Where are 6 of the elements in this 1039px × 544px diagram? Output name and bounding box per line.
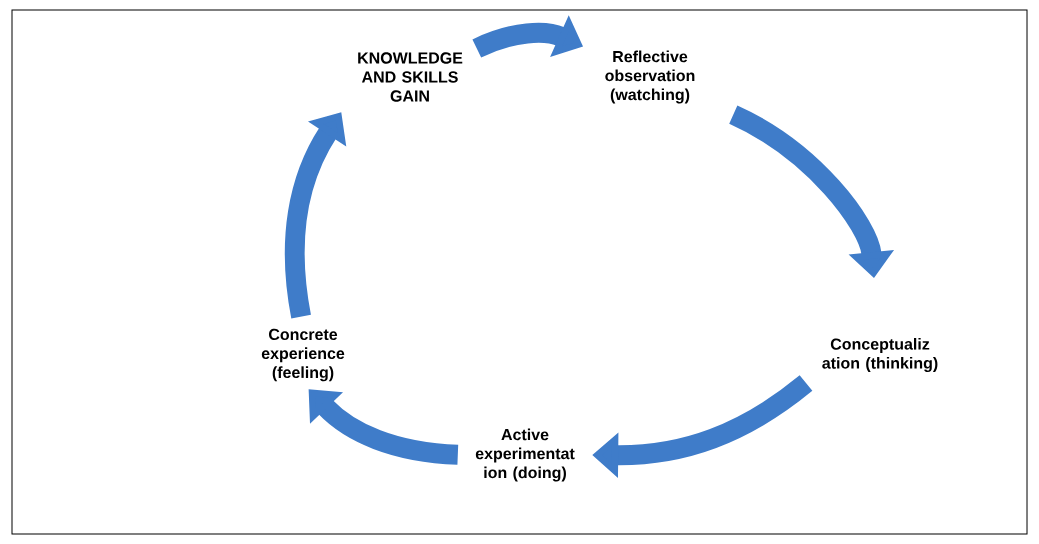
- curved-arrow: [308, 389, 459, 465]
- step-label: Reflective observation (watching): [605, 50, 695, 104]
- step-label: Concrete experience (feeling): [261, 328, 345, 382]
- step-label: Conceptualiz ation (thinking): [822, 338, 938, 372]
- step-label: Active experimentat ion (doing): [475, 428, 575, 482]
- step-label: KNOWLEDGE AND SKILLS GAIN: [358, 52, 463, 102]
